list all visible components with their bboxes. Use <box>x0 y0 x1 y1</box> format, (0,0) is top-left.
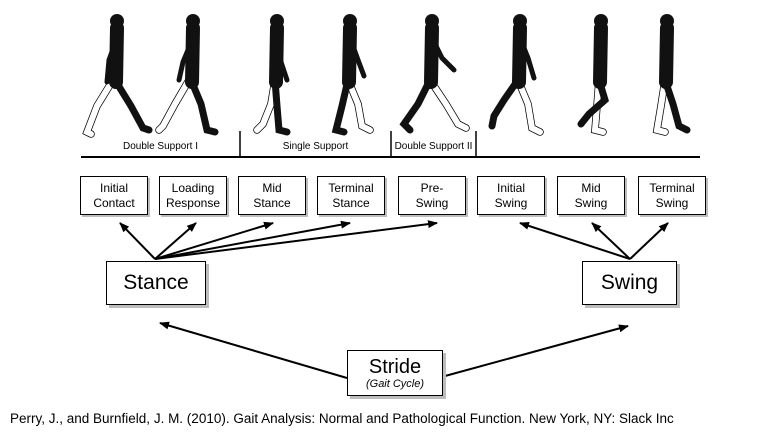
swing-label: Swing <box>600 271 659 294</box>
stride-label: Stride <box>368 355 422 378</box>
phase-terminal-stance: Terminal Stance <box>317 176 385 215</box>
phase-terminal-swing: Terminal Swing <box>638 176 706 215</box>
walking-figure-pre-swing <box>399 14 470 134</box>
phase-label-line2: Swing <box>415 195 449 210</box>
walking-figure-terminal-swing <box>652 14 691 136</box>
walking-figure-mid-stance <box>253 14 291 136</box>
stance-arrows <box>119 220 438 260</box>
support-label-double-support-2: Double Support II <box>394 141 473 152</box>
phase-label-line1: Pre- <box>420 180 444 195</box>
phase-label-line2: Swing <box>655 195 689 210</box>
phase-pre-swing: Pre- Swing <box>398 176 466 215</box>
stride-box: Stride (Gait Cycle) <box>347 350 443 396</box>
phase-mid-stance: Mid Stance <box>238 176 306 215</box>
phase-mid-swing: Mid Swing <box>557 176 625 215</box>
citation-text: Perry, J., and Burnfield, J. M. (2010). … <box>10 411 674 426</box>
support-label-double-support-1: Double Support I <box>122 141 199 152</box>
phase-label-line2: Contact <box>93 195 135 210</box>
support-label-single-support: Single Support <box>282 141 349 152</box>
walking-figure-initial-contact <box>82 14 153 138</box>
phase-label-line1: Loading <box>171 180 215 195</box>
phase-label-line2: Stance <box>332 195 370 210</box>
stride-sublabel: (Gait Cycle) <box>365 377 425 390</box>
phase-label-line1: Initial <box>99 180 128 195</box>
stride-arrows <box>159 321 629 379</box>
phase-loading-response: Loading Response <box>159 176 227 215</box>
phase-label-line1: Mid <box>581 180 601 195</box>
phase-label-line1: Mid <box>262 180 282 195</box>
swing-arrows <box>519 221 669 260</box>
phase-label-line2: Swing <box>494 195 528 210</box>
phase-label-line2: Stance <box>253 195 291 210</box>
support-timeline <box>81 131 700 158</box>
phase-label-line1: Terminal <box>328 180 374 195</box>
phase-label-line2: Response <box>165 195 221 210</box>
phase-initial-swing: Initial Swing <box>477 176 545 215</box>
walking-figure-mid-swing <box>577 14 609 136</box>
phase-label-line2: Swing <box>574 195 608 210</box>
swing-box: Swing <box>582 261 677 305</box>
phase-label-line1: Terminal <box>649 180 695 195</box>
walking-figure-terminal-stance <box>331 14 374 136</box>
stance-label: Stance <box>123 271 189 294</box>
phase-initial-contact: Initial Contact <box>80 176 148 215</box>
walking-figure-initial-swing <box>488 14 544 136</box>
stance-box: Stance <box>106 261 206 305</box>
phase-label-line1: Initial <box>496 180 525 195</box>
walking-figure-loading-response <box>155 14 219 136</box>
